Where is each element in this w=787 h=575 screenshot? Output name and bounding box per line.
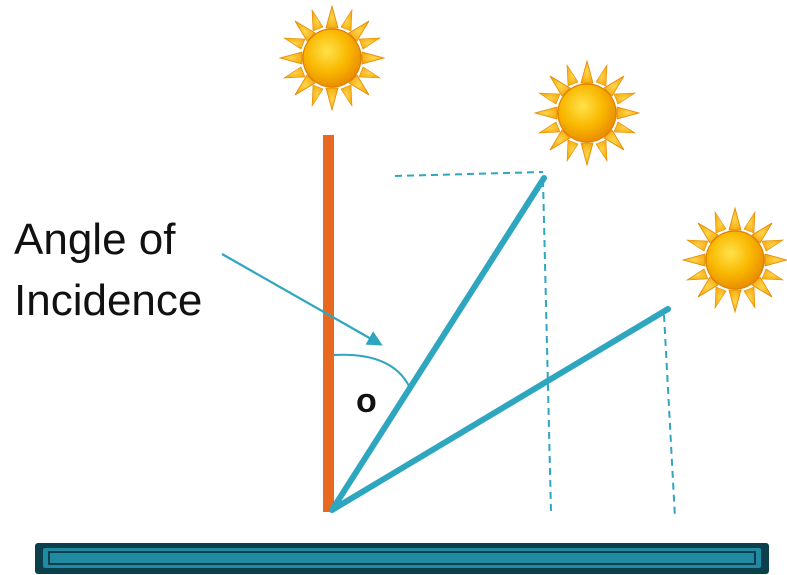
ground-bar (35, 543, 769, 574)
angle-of-incidence-label-line-1: Angle of (14, 215, 176, 264)
dashed-vertical-guide-2 (663, 314, 676, 519)
sun-icon (534, 60, 640, 166)
sun-icon (682, 207, 787, 313)
sun-ray-line-2 (329, 306, 671, 513)
vertical-wall (323, 135, 334, 512)
pointer-arrow (221, 253, 383, 346)
dashed-vertical-guide-1 (542, 179, 552, 513)
dashed-horizontal-guide (394, 171, 544, 177)
sun-ray-line-1 (329, 175, 547, 513)
sun-icon (279, 5, 385, 111)
angle-symbol: o (356, 382, 377, 420)
angle-of-incidence-label-line-2: Incidence (14, 276, 202, 325)
angle-arc (333, 353, 411, 389)
